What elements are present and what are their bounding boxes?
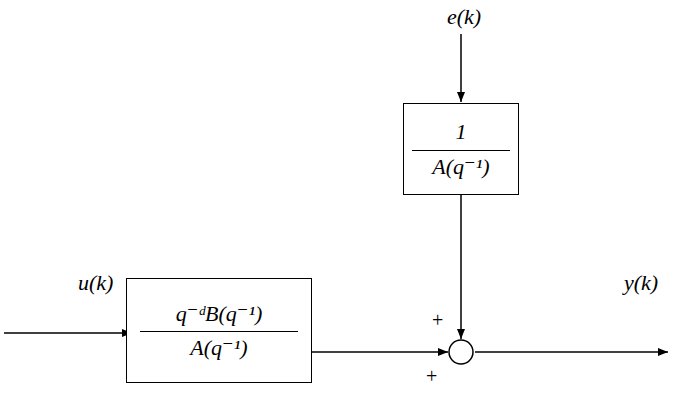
output-arrow: [475, 351, 668, 353]
transfer-box: q⁻ᵈB(q⁻¹) A(q⁻¹): [126, 278, 312, 383]
transfer-box: 1A(q⁻¹): [403, 103, 519, 195]
summing-junction: ++: [448, 339, 474, 365]
denominator: A(q⁻¹): [140, 331, 298, 360]
noise-input-arrow: [460, 34, 462, 102]
junction-circle: [449, 340, 473, 364]
control-input-arrow: [4, 332, 132, 334]
denominator: A(q⁻¹): [412, 150, 510, 179]
numerator: q⁻ᵈB(q⁻¹): [176, 301, 263, 328]
signal-arrow: [312, 351, 448, 353]
numerator: 1: [456, 119, 467, 146]
signal-name: e(k): [447, 4, 481, 30]
signal-name: u(k): [78, 270, 113, 296]
sign-label: +: [426, 365, 437, 388]
sign-label: +: [432, 309, 443, 332]
connector-layer: [312, 195, 461, 352]
signal-name: y(k): [624, 270, 658, 296]
junction-outline: [448, 339, 474, 365]
signal-arrow: [460, 195, 462, 339]
